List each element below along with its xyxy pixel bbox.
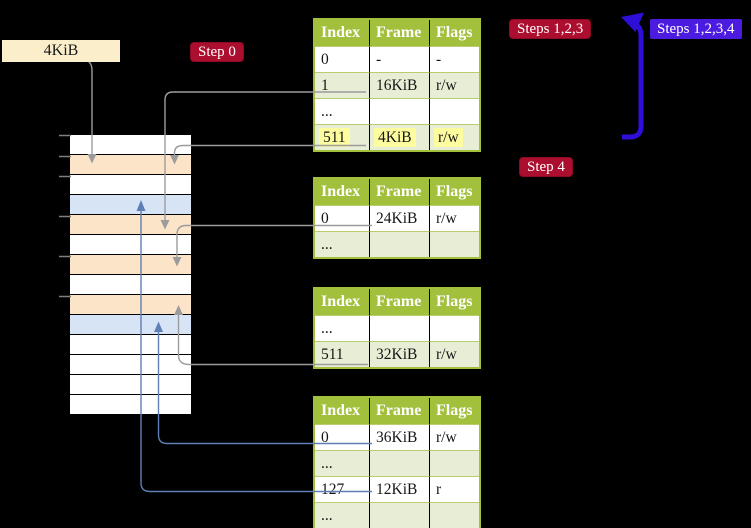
table-cell: r/w bbox=[429, 72, 479, 98]
table-cell: 127 bbox=[315, 476, 369, 502]
table-header-cell: Index bbox=[315, 179, 369, 205]
table-cell bbox=[429, 315, 479, 341]
highlighted-entry: 511 bbox=[319, 128, 350, 147]
memory-frame-free bbox=[70, 375, 191, 395]
table-header-cell: Index bbox=[315, 20, 369, 46]
highlighted-entry: 4KiB bbox=[374, 128, 416, 147]
frame-4kib-label: 4KiB bbox=[2, 40, 120, 62]
table-cell bbox=[429, 450, 479, 476]
table-cell: - bbox=[369, 46, 429, 72]
table-cell: 0 bbox=[315, 424, 369, 450]
table-header-cell: Flags bbox=[429, 398, 479, 424]
memory-frame-mapped-page bbox=[70, 195, 191, 215]
table-header-cell: Flags bbox=[429, 289, 479, 315]
table-cell: 16KiB bbox=[369, 72, 429, 98]
table-cell: r/w bbox=[429, 205, 479, 231]
step-0-badge: Step 0 bbox=[190, 42, 244, 62]
table-header-cell: Index bbox=[315, 289, 369, 315]
memory-frame-free bbox=[70, 395, 191, 415]
highlighted-entry: r/w bbox=[434, 128, 463, 147]
step-4-badge: Step 4 bbox=[519, 157, 573, 177]
table-cell: r bbox=[429, 476, 479, 502]
table-header-cell: Flags bbox=[429, 179, 479, 205]
table-header-cell: Frame bbox=[369, 289, 429, 315]
table-cell: 0 bbox=[315, 46, 369, 72]
table-cell: r/w bbox=[429, 124, 479, 150]
table-cell: ... bbox=[315, 231, 369, 257]
memory-frame-page-table bbox=[70, 255, 191, 275]
memory-frame-free bbox=[70, 235, 191, 255]
memory-frame-mapped-page bbox=[70, 315, 191, 335]
table-header-cell: Index bbox=[315, 398, 369, 424]
table-cell: 24KiB bbox=[369, 205, 429, 231]
table-cell: r/w bbox=[429, 424, 479, 450]
table-cell: 511 bbox=[315, 124, 369, 150]
physical-memory-map bbox=[70, 135, 191, 415]
table-cell bbox=[369, 315, 429, 341]
table-cell: 511 bbox=[315, 341, 369, 367]
table-header-cell: Frame bbox=[369, 179, 429, 205]
recursive-loop-arrow bbox=[622, 21, 644, 140]
table-cell: r/w bbox=[429, 341, 479, 367]
memory-frame-free bbox=[70, 135, 191, 155]
table-cell bbox=[369, 450, 429, 476]
memory-frame-free bbox=[70, 275, 191, 295]
table-cell: 1 bbox=[315, 72, 369, 98]
table-cell: 32KiB bbox=[369, 341, 429, 367]
memory-frame-page-table bbox=[70, 155, 191, 175]
table-cell bbox=[429, 502, 479, 528]
table-cell: 12KiB bbox=[369, 476, 429, 502]
table-cell bbox=[369, 502, 429, 528]
table-header-cell: Flags bbox=[429, 20, 479, 46]
table-header-cell: Frame bbox=[369, 20, 429, 46]
table-cell bbox=[369, 98, 429, 124]
steps-123-badge: Steps 1,2,3 bbox=[509, 19, 592, 39]
memory-frame-free bbox=[70, 175, 191, 195]
steps-1234-badge: Steps 1,2,3,4 bbox=[650, 19, 742, 39]
table-cell: 4KiB bbox=[369, 124, 429, 150]
memory-frame-free bbox=[70, 335, 191, 355]
table-cell: ... bbox=[315, 450, 369, 476]
arrowhead-up-left-icon bbox=[621, 12, 644, 32]
table-cell: ... bbox=[315, 502, 369, 528]
table-cell: 0 bbox=[315, 205, 369, 231]
table-cell bbox=[429, 98, 479, 124]
table-cell: ... bbox=[315, 315, 369, 341]
table-cell bbox=[429, 231, 479, 257]
memory-frame-free bbox=[70, 355, 191, 375]
table-cell: 36KiB bbox=[369, 424, 429, 450]
table-cell: - bbox=[429, 46, 479, 72]
table-header-cell: Frame bbox=[369, 398, 429, 424]
memory-frame-page-table bbox=[70, 295, 191, 315]
table-cell bbox=[369, 231, 429, 257]
table-cell: ... bbox=[315, 98, 369, 124]
memory-frame-page-table bbox=[70, 215, 191, 235]
